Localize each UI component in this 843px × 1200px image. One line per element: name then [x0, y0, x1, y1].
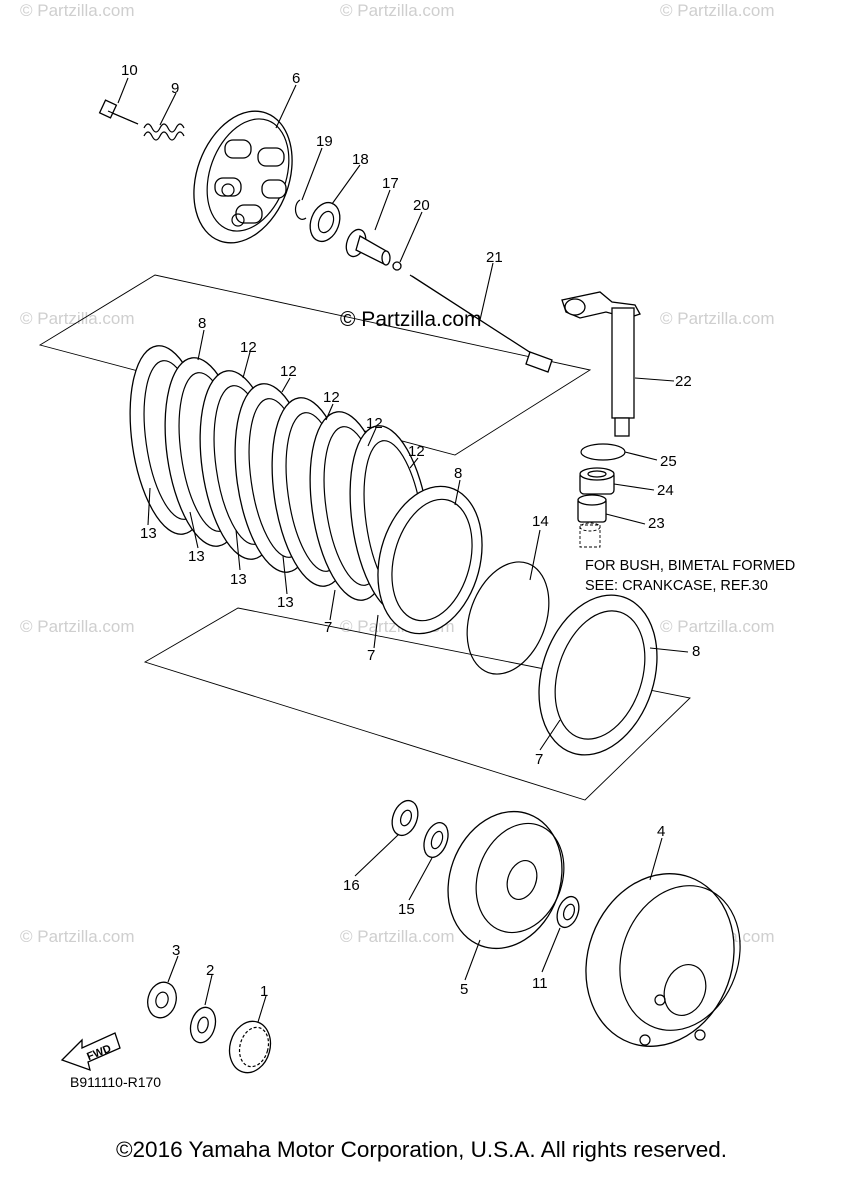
callout-23: 23 [648, 515, 665, 532]
callout-6: 6 [292, 70, 300, 87]
callout-15: 15 [398, 901, 415, 918]
callout-1: 1 [260, 983, 268, 1000]
part-9-spring [143, 123, 185, 141]
watermark-mid-left-1: © Partzilla.com [20, 309, 135, 328]
diagram-code: B911110-R170 [70, 1074, 161, 1090]
part-2-washer [189, 1006, 217, 1044]
callout-13-c: 13 [230, 571, 247, 588]
watermark-low-left: © Partzilla.com [20, 927, 135, 946]
bush-bimetal-dashed [579, 522, 601, 548]
part-11-washer [556, 895, 580, 929]
callout-22: 22 [675, 373, 692, 390]
callout-17: 17 [382, 175, 399, 192]
callout-7-a: 7 [324, 619, 332, 636]
watermark-top-center: © Partzilla.com [340, 1, 455, 20]
callout-25: 25 [660, 453, 677, 470]
part-23-collar [577, 494, 607, 523]
callout-10: 10 [121, 62, 138, 79]
part-6-pressure-plate [193, 110, 293, 244]
watermark-top-left: © Partzilla.com [20, 1, 135, 20]
callout-14: 14 [532, 513, 549, 530]
callout-16: 16 [343, 877, 360, 894]
callout-12-e: 12 [408, 443, 425, 460]
part-24-bearing [579, 467, 615, 495]
callout-24: 24 [657, 482, 674, 499]
leader-lines [117, 77, 689, 1023]
part-10-bolt [98, 99, 139, 125]
part-1-gear [228, 1020, 272, 1074]
part-14-wire-ring [466, 561, 550, 675]
clutch-exploded-diagram: © Partzilla.com © Partzilla.com © Partzi… [20, 1, 795, 1090]
part-5-clutch-boss [447, 810, 565, 950]
callout-8-right: 8 [692, 643, 700, 660]
part-3-nut [147, 981, 177, 1019]
part-18-bearing [309, 201, 341, 243]
callout-12-a: 12 [240, 339, 257, 356]
callout-12-b: 12 [280, 363, 297, 380]
callout-7-b: 7 [367, 647, 375, 664]
fwd-arrow-icon: FWD [60, 1032, 121, 1072]
callout-3: 3 [172, 942, 180, 959]
plate-group-box-bottom [143, 607, 691, 801]
callout-13-a: 13 [140, 525, 157, 542]
callout-5: 5 [460, 981, 468, 998]
note-line-2: SEE: CRANKCASE, REF.30 [585, 578, 768, 594]
part-25-circlip [580, 443, 626, 461]
callout-13-d: 13 [277, 594, 294, 611]
watermark-mid-left-2: © Partzilla.com [20, 617, 135, 636]
copyright-notice: ©2016 Yamaha Motor Corporation, U.S.A. A… [115, 1137, 728, 1162]
watermark-mid-right-1: © Partzilla.com [660, 309, 775, 328]
callout-20: 20 [413, 197, 430, 214]
callout-18: 18 [352, 151, 369, 168]
part-8-separate-plate [538, 594, 658, 756]
brand-watermark: © Partzilla.com [340, 308, 482, 331]
note-line-1: FOR BUSH, BIMETAL FORMED [585, 558, 795, 574]
callout-11: 11 [532, 975, 548, 992]
part-19-circlip [294, 199, 307, 220]
part-20-ball [392, 261, 402, 271]
callout-7-c: 7 [535, 751, 543, 768]
callout-8-mid: 8 [454, 465, 462, 482]
part-4-clutch-housing [585, 873, 741, 1047]
watermark-mid-right-2: © Partzilla.com [660, 617, 775, 636]
callout-4: 4 [657, 823, 665, 840]
callout-19: 19 [316, 133, 333, 150]
watermark-low-center: © Partzilla.com [340, 927, 455, 946]
watermark-top-right: © Partzilla.com [660, 1, 775, 20]
callout-12-d: 12 [366, 415, 383, 432]
part-21-push-rod [409, 274, 553, 373]
callout-8-top: 8 [198, 315, 206, 332]
callout-12-c: 12 [323, 389, 340, 406]
part-16-nut [391, 799, 419, 837]
callout-2: 2 [206, 962, 214, 979]
part-15-washer [423, 822, 449, 858]
callout-numbers: 10 9 6 19 18 17 20 21 8 12 12 12 12 12 1… [121, 62, 700, 1000]
part-17-push-rod [345, 228, 391, 266]
callout-13-b: 13 [188, 548, 205, 565]
callout-21: 21 [486, 249, 503, 266]
callout-9: 9 [171, 80, 179, 97]
clutch-plate-stack [129, 345, 483, 635]
part-22-shaft [561, 291, 641, 437]
